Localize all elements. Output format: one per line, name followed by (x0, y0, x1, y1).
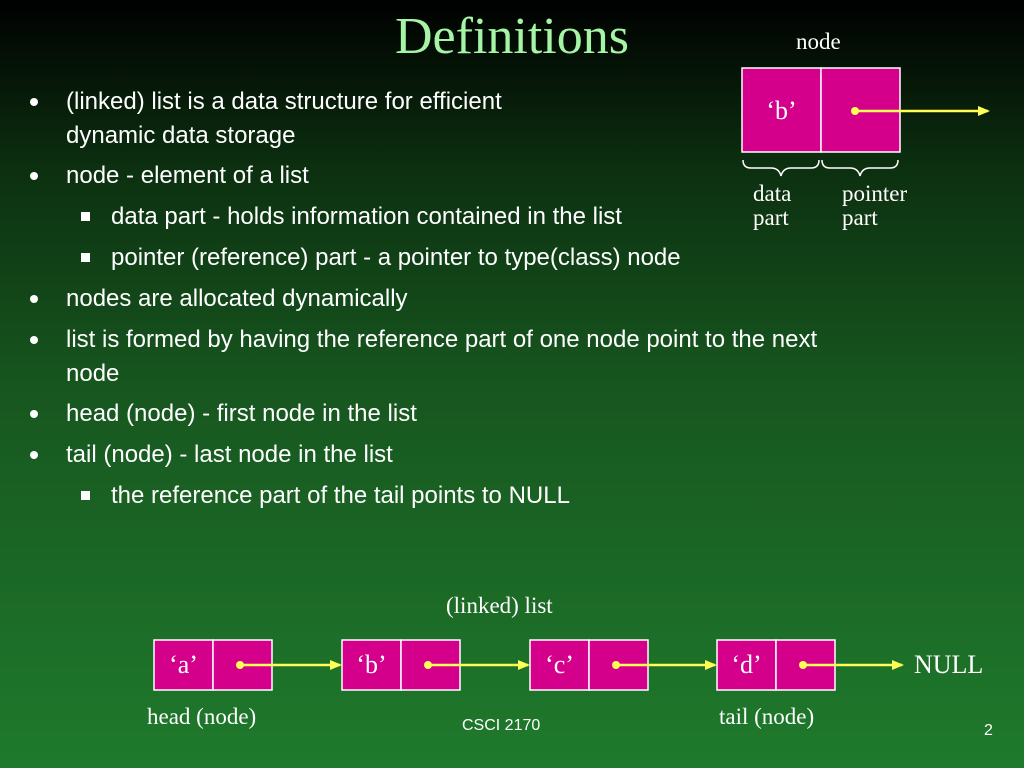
tail-label: tail (node) (719, 704, 815, 729)
list-node-value: ‘c’ (545, 650, 574, 679)
node-data-cell (741, 67, 822, 153)
bullet-allocated: nodes are allocated dynamically (30, 282, 408, 316)
bullet-text-line2: dynamic data storage (66, 122, 296, 149)
data-part-brace (742, 159, 820, 177)
node-diagram (741, 67, 990, 177)
bullet-text-line1: (linked) list is a data structure for ef… (66, 88, 502, 115)
bullet-node: node - element of a list (30, 159, 309, 193)
list-node-value: ‘b’ (356, 650, 387, 679)
list-node-value: ‘d’ (731, 650, 762, 679)
data-part-label-line2: part (753, 205, 789, 230)
bullet-linked-list: (linked) list is a data structure for ef… (30, 85, 502, 153)
head-label: head (node) (147, 704, 257, 729)
data-part-label-line1: data (753, 181, 792, 206)
node-data-value: ‘b’ (766, 96, 797, 125)
page-number: 2 (984, 722, 993, 739)
pointer-part-label-line1: pointer (842, 181, 908, 206)
pointer-part-label: pointer part (842, 182, 907, 230)
bullet-text-line2: node (66, 360, 120, 387)
pointer-part-brace (821, 159, 899, 177)
list-node (153, 639, 342, 691)
list-node-tail (716, 639, 904, 691)
list-node-value: ‘a’ (169, 650, 198, 679)
list-node (529, 639, 717, 691)
node-label: node (796, 29, 841, 54)
list-node (341, 639, 530, 691)
subbullet-pointer-part: pointer (reference) part - a pointer to … (81, 241, 681, 275)
bullet-tail: tail (node) - last node in the list (30, 438, 393, 472)
bullet-list-formed: list is formed by having the reference p… (29, 323, 818, 391)
slide-title: Definitions (395, 8, 629, 65)
bullet-text-line1: list is formed by having the reference p… (66, 326, 818, 353)
linked-list-label: (linked) list (446, 593, 553, 618)
footer-course: CSCI 2170 (462, 717, 541, 734)
linked-list-diagram (153, 639, 904, 691)
subbullet-data-part: data part - holds information contained … (81, 200, 622, 234)
bullet-head: head (node) - first node in the list (30, 397, 417, 431)
pointer-part-label-line2: part (842, 205, 878, 230)
data-part-label: data part (753, 182, 791, 230)
subbullet-tail-null: the reference part of the tail points to… (81, 479, 570, 513)
null-label: NULL (914, 650, 984, 679)
